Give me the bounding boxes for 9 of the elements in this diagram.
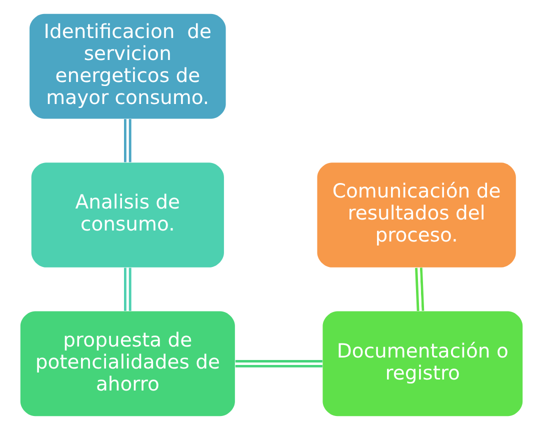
connector: [234, 360, 322, 367]
node-box: Identificacion de servicion energeticos de mayor consumo.: [29, 13, 226, 118]
node-box: Documentación o registro: [322, 310, 522, 416]
connector: [124, 118, 131, 162]
node-box: Analisis de consumo.: [30, 162, 224, 267]
connector: [414, 267, 424, 311]
node-box: Comunicación de resultados del proceso.: [316, 162, 516, 267]
connector: [124, 267, 131, 310]
node-box: propuesta de potencialidades de ahorro: [20, 310, 234, 416]
